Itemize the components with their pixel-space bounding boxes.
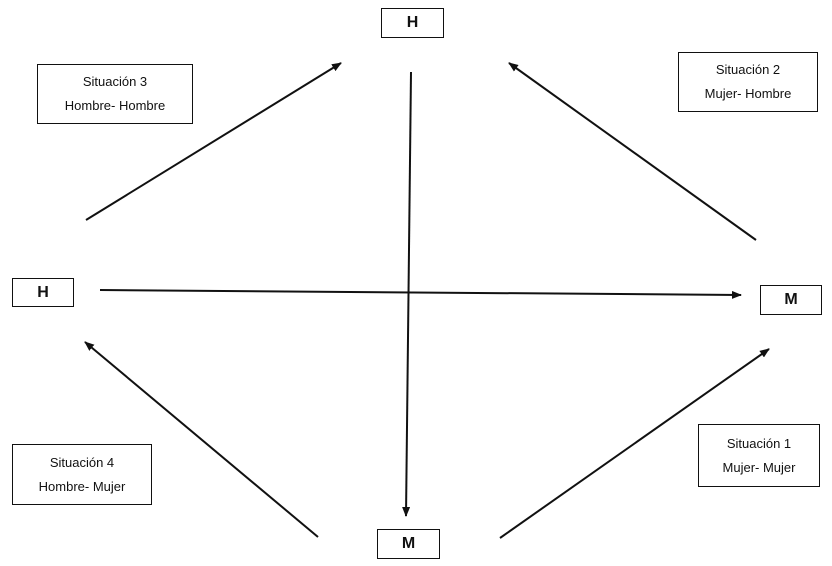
situation-4-box: Situación 4 Hombre- Mujer <box>12 444 152 505</box>
situation-subtitle: Hombre- Mujer <box>38 478 126 494</box>
situation-subtitle: Hombre- Hombre <box>64 98 166 113</box>
horizontal-axis-arrow <box>99 289 742 299</box>
situation-title: Situación 1 <box>726 435 792 451</box>
situation-subtitle: Mujer- Mujer <box>722 459 796 475</box>
node-top-h: H <box>381 8 444 38</box>
node-label: H <box>406 14 419 31</box>
vertical-axis-arrow <box>402 71 412 517</box>
situation-subtitle: Mujer- Hombre <box>704 86 792 101</box>
situation-4-arrow <box>84 341 319 538</box>
situation-title: Situación 3 <box>82 74 148 89</box>
situation-title: Situación 2 <box>715 62 781 77</box>
node-bottom-m: M <box>377 529 440 559</box>
situation-title: Situación 4 <box>49 454 115 470</box>
situation-2-box: Situación 2 Mujer- Hombre <box>678 52 818 112</box>
node-right-m: M <box>760 285 822 315</box>
node-label: M <box>784 291 798 308</box>
situation-1-box: Situación 1 Mujer- Mujer <box>698 424 820 487</box>
situation-1-arrow <box>499 348 770 539</box>
situation-3-arrow <box>85 62 342 221</box>
node-label: M <box>401 535 416 552</box>
node-label: H <box>37 283 49 301</box>
situation-2-arrow <box>508 62 757 241</box>
situation-3-box: Situación 3 Hombre- Hombre <box>37 64 193 124</box>
node-left-h: H <box>12 278 74 307</box>
